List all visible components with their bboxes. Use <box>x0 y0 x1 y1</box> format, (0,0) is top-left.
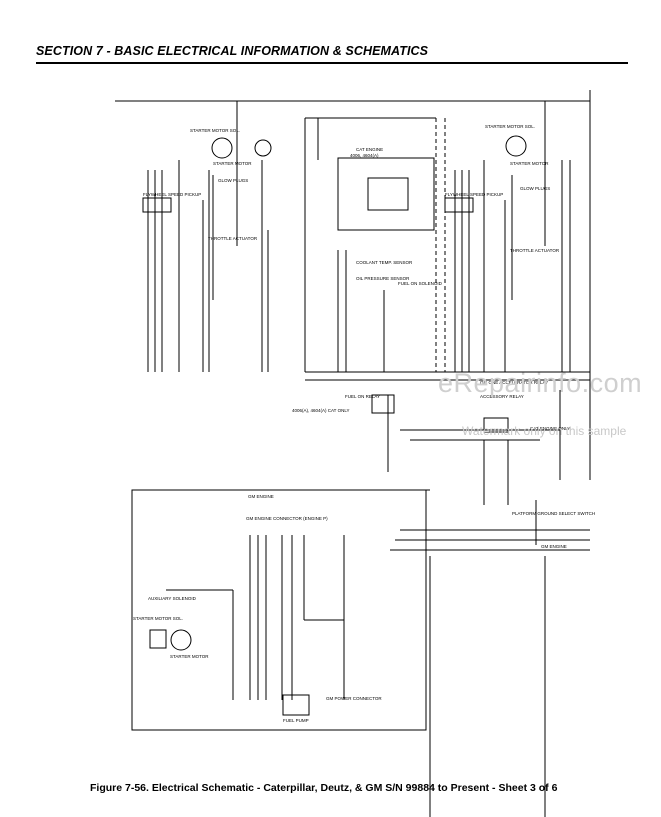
cat-engine-box <box>337 157 435 231</box>
label-gm-engine-right: GM ENGINE <box>541 544 567 549</box>
header-rule <box>36 62 628 64</box>
label-throttle-left: THROTTLE ACTUATOR <box>208 236 258 241</box>
starter-motor-symbol-right <box>505 135 527 157</box>
starter-motor-symbol-left <box>211 137 233 159</box>
watermark-sub: Watermark only on this sample <box>462 424 627 438</box>
label-starter-motor-left: STARTER MOTOR <box>213 161 252 166</box>
label-cat-engine-models: 4006, 4604(A) <box>350 153 379 158</box>
label-gm-accelerator: GM ONE ACCELERATOR RELAY <box>480 380 548 385</box>
label-gm-starter-motor: STARTER MOTOR <box>170 654 209 659</box>
label-fuel-pump: FUEL PUMP <box>283 718 309 723</box>
section-header: SECTION 7 - BASIC ELECTRICAL INFORMATION… <box>36 44 626 58</box>
label-fuel-on-sol: FUEL ON SOLENOID <box>398 281 443 286</box>
label-starter-sol-right: STARTER MOTOR SOL. <box>485 124 535 129</box>
fuel-on-relay-box <box>371 394 395 414</box>
fuel-pump-box <box>282 694 310 716</box>
label-gm-starter-sol: STARTER MOTOR SOL. <box>133 616 183 621</box>
gm-starter-sol-box <box>149 629 167 649</box>
cat-engine-inner <box>367 177 409 211</box>
section-title: SECTION 7 - BASIC ELECTRICAL INFORMATION… <box>36 44 429 58</box>
label-starter-motor-right: STARTER MOTOR <box>510 161 549 166</box>
label-gm-engine-conn: GM ENGINE CONNECTOR (ENGINE P) <box>246 516 328 521</box>
label-flywheel-right: FLYWHEEL SPEED PICKUP <box>445 192 503 197</box>
label-cat-engine: CAT ENGINE <box>356 147 383 152</box>
label-oil: OIL PRESSURE SENSOR <box>356 276 410 281</box>
label-glow-plugs-left: GLOW PLUGS <box>218 178 248 183</box>
eng-motor-symbol <box>254 139 272 157</box>
label-gm-power-conn: GM POWER CONNECTOR <box>326 696 382 701</box>
flywheel-speed-pickup-box <box>142 197 172 213</box>
label-aux-solenoid: AUXILIARY SOLENOID <box>148 596 197 601</box>
figure-caption: Figure 7-56. Electrical Schematic - Cate… <box>90 782 558 794</box>
label-glow-plugs-right: GLOW PLUGS <box>520 186 550 191</box>
label-coolant: COOLANT TEMP. SENSOR <box>356 260 413 265</box>
flywheel-speed-pickup-box-right <box>444 197 474 213</box>
label-throttle-right: THROTTLE ACTUATOR <box>510 248 560 253</box>
label-platform-switch: PLATFORM GROUND SELECT SWITCH <box>512 511 595 516</box>
accelerator-relay-box <box>483 417 509 433</box>
watermark: eRepairinfo.com <box>438 368 643 398</box>
label-starter-sol-left: STARTER MOTOR SOL. <box>190 128 240 133</box>
gm-starter-motor-symbol <box>170 629 192 651</box>
label-gm-engine: GM ENGINE <box>248 494 274 499</box>
label-accessory-relay: ACCESSORY RELAY <box>480 394 524 399</box>
label-cat-engine-only: CAT ENGINE ONLY <box>530 426 570 431</box>
label-cat-only: 4006(A), 4604(A) CAT ONLY <box>292 408 350 413</box>
label-flywheel-left: FLYWHEEL SPEED PICKUP <box>143 192 201 197</box>
label-fuel-on-relay: FUEL ON RELAY <box>345 394 380 399</box>
gm-engine-box <box>131 489 427 731</box>
